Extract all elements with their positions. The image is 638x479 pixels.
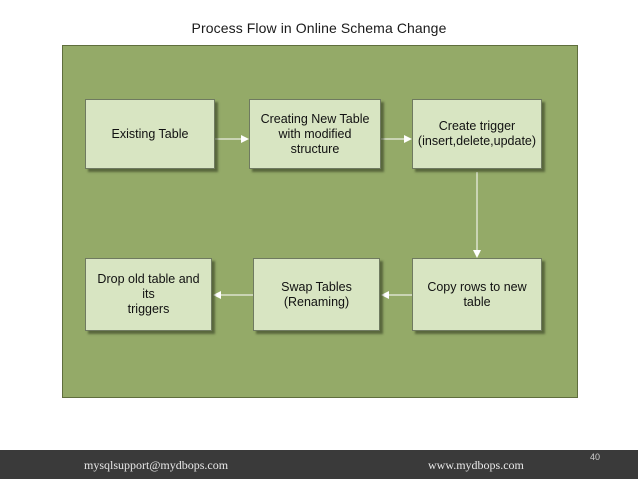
node-drop-old-table: Drop old table and its triggers (85, 258, 212, 331)
flow-diagram-panel: Existing Table Creating New Table with m… (62, 45, 578, 398)
page-number: 40 (590, 452, 601, 462)
footer-website: www.mydbops.com (428, 458, 524, 472)
flow-arrows (213, 135, 481, 299)
node-existing-table: Existing Table (85, 99, 215, 169)
node-copy-rows: Copy rows to new table (412, 258, 542, 331)
node-swap-tables: Swap Tables (Renaming) (253, 258, 380, 331)
node-create-trigger: Create trigger (insert,delete,update) (412, 99, 542, 169)
node-creating-new-table: Creating New Table with modified structu… (249, 99, 381, 169)
footer-email: mysqlsupport@mydbops.com (84, 458, 229, 472)
slide-title: Process Flow in Online Schema Change (191, 20, 447, 36)
footer-bar: mysqlsupport@mydbops.com www.mydbops.com (0, 450, 638, 479)
